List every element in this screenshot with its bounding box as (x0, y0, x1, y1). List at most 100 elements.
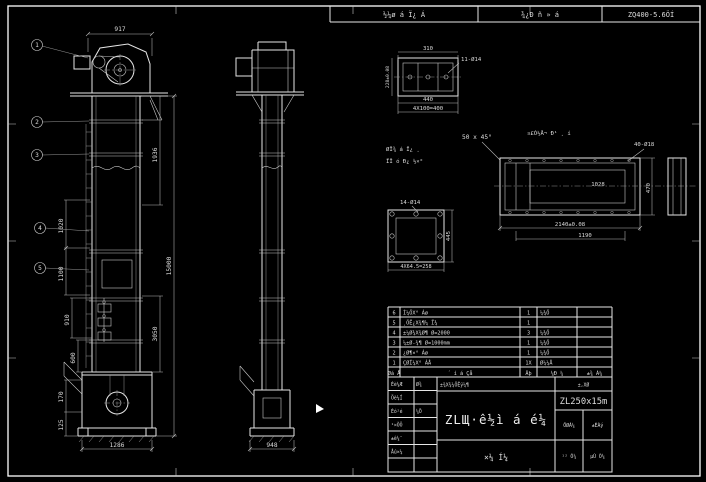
casing-outline (91, 96, 141, 372)
frame-chamfer-leader (481, 141, 501, 161)
feed-chute (63, 361, 83, 395)
header-mat: ¼Ð ¼ (551, 371, 564, 377)
frame-dim-overall-line (497, 215, 643, 231)
row-qty: 1X (525, 361, 532, 367)
dim-head-width: 917 (114, 26, 125, 33)
bolt-hole (389, 255, 395, 261)
dim-lower-height: 3050 (152, 326, 159, 341)
hole (610, 158, 614, 163)
head-pulley-hub (113, 63, 127, 77)
dim-left-3: 910 (64, 314, 71, 325)
strip-lines (329, 6, 700, 23)
hole (525, 210, 529, 215)
boot-outline (81, 371, 153, 428)
drive-belt (98, 55, 121, 83)
frame-panel (529, 169, 626, 204)
dim-boot-2: 125 (58, 419, 65, 430)
side-chute (239, 365, 255, 397)
callout-leaders (41, 45, 90, 271)
bucket-chain (97, 298, 112, 342)
dim-upper-height: 1936 (152, 147, 159, 162)
balloon-circle (31, 116, 43, 128)
hole (559, 210, 563, 215)
flange-dim-bottom-line (387, 262, 445, 272)
frame-chamfer-label: 50 x 45° (462, 133, 492, 141)
bolt-hole (437, 233, 443, 239)
hole (593, 210, 597, 215)
dim-width-line (85, 31, 155, 56)
tb-weight-label: ÖØÁ¼ (563, 422, 575, 429)
frame-end-plates (515, 163, 531, 210)
drawing-subtitle: ×¼ Í¼ (484, 451, 508, 462)
frame-holes (508, 158, 631, 215)
tb-left-label: Öè¼Í (391, 394, 403, 402)
hole (627, 158, 631, 163)
ground-hatch (78, 435, 155, 443)
hole (508, 158, 512, 163)
bolt-hole (437, 211, 443, 217)
side-flanges (259, 119, 285, 344)
tb-sheet-label: µÚ Õ¼ (590, 453, 605, 460)
bolt-hole (437, 255, 443, 261)
tb-spec-right: ±,XØ (578, 382, 590, 389)
front-dimensions: 917 15000 1936 3050 1020 1100 910 600 17… (58, 26, 177, 452)
dim-flange-right: 445 (446, 231, 452, 241)
channel-dim-top-line (397, 51, 459, 60)
row-name: ¼±Ø-¾¶ Ø=1000mm (403, 340, 450, 347)
section-mark (316, 404, 324, 413)
row-mat: ¼¾Ö (540, 340, 549, 347)
channel-holes-label: 11-Ø14 (461, 56, 482, 63)
callout-3: 3 (35, 152, 39, 159)
tb-left-value: ¼Ö (416, 408, 422, 415)
row-mat: ¼¾Ö (540, 330, 549, 337)
detail-frame: 50 x 45° ¤£Ó½Å¬ Ð¹ ¸ í 40-Ø18 1028 2140±… (462, 130, 696, 241)
title-block-grid (387, 376, 613, 473)
row-name: Í¼ÖX° Áø (403, 309, 428, 317)
side-boot-door (262, 397, 282, 419)
row-qty: 1 (527, 351, 530, 357)
chain-pin (102, 328, 106, 332)
frame-dim-mid-line (515, 231, 626, 241)
row-name: ¸ÖË¿X¾¶¼ Ï¾ (403, 320, 437, 327)
side-boot (253, 389, 291, 428)
boot-section (63, 361, 157, 443)
dim-channel-b2: 4X100=400 (413, 106, 443, 112)
dim-left-1: 1020 (58, 218, 65, 233)
tb-left-value: Ø¾ (416, 381, 422, 388)
flange-holes-label: 14-Ø14 (400, 199, 421, 206)
drawing-frame (7, 5, 701, 477)
row-name: ¿Ø¶×° Áø (403, 350, 428, 357)
frame-inner (504, 162, 636, 211)
tb-spec-left: ±¾X¾¼ÖÊý¼¶ (440, 381, 469, 389)
hole (542, 158, 546, 163)
parts-table: 6 Í¼ÖX° Áø 1 ¼¾Ö 5 ¸ÖË¿X¾¶¼ Ï¾ 1 4 ±¼Ø¾X… (387, 306, 613, 377)
row-item: 2 (392, 351, 395, 357)
bolt-hole (389, 211, 395, 217)
bolt-hole (389, 233, 395, 239)
frame-dim-right-line (640, 157, 655, 216)
head-platform (70, 92, 168, 97)
detail-flange: ØÏ¾ á Ï¿ ¸ ÏÎ ó Ð¿ ½×° 14-Ø14 445 4X64.5… (386, 146, 454, 272)
header-qty: Âþ (525, 370, 531, 377)
drawing-number: ZL250x15m (560, 397, 608, 407)
header-name: ´ í á Çå (448, 370, 473, 377)
break-line (91, 165, 141, 170)
balloon-circle (31, 39, 43, 51)
head-brace (142, 95, 163, 121)
hole (525, 158, 529, 163)
side-casing-inner (265, 95, 279, 390)
callout-1: 1 (35, 42, 39, 49)
dim-boot-1: 170 (58, 391, 65, 402)
row-qty: 1 (527, 311, 530, 317)
callout-5: 5 (38, 265, 42, 272)
frame-end-view-inner (672, 158, 682, 215)
takeup-slots (109, 375, 125, 396)
ladder (85, 124, 92, 368)
dim-left-line-1 (63, 199, 90, 296)
frame-outline (499, 157, 641, 216)
bolt-hole (413, 211, 419, 217)
dim-left-line-3 (76, 339, 92, 373)
tb-left-label: ¹¤ÒÕ (391, 422, 403, 429)
dim-bottom-line (79, 440, 155, 452)
